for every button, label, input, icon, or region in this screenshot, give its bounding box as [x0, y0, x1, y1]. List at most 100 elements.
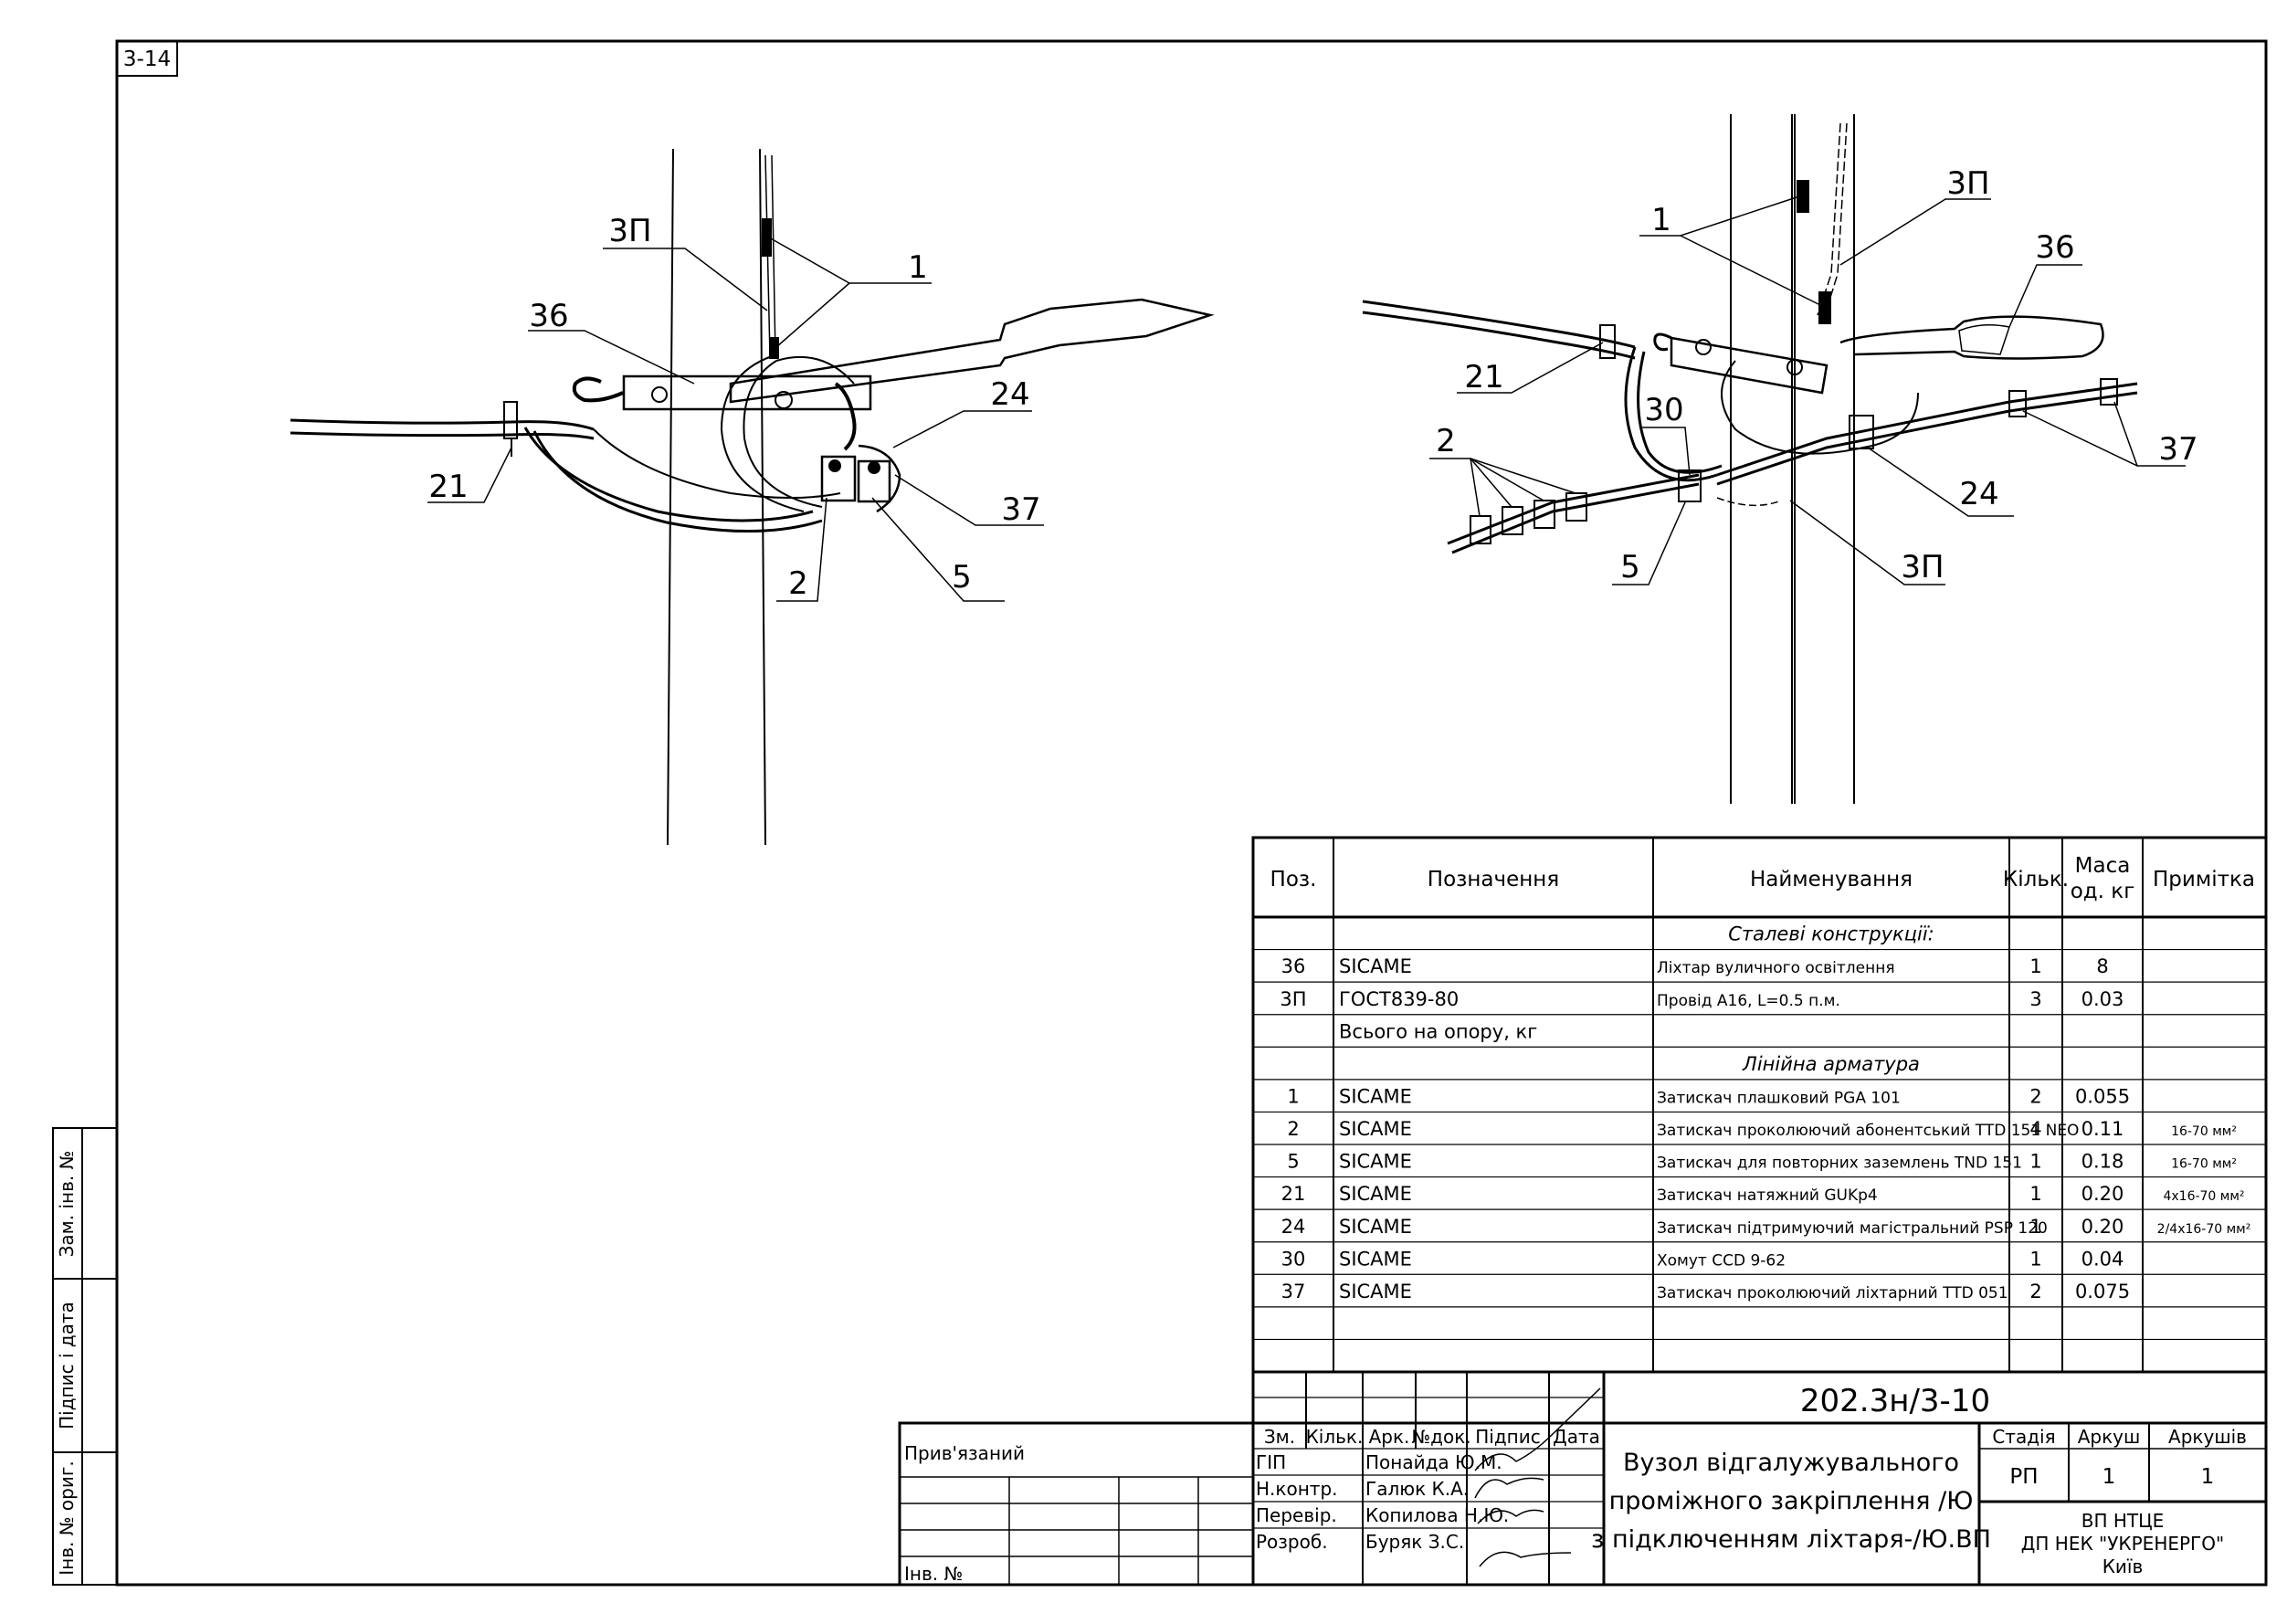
title-block-stage: Стадія Аркуш Аркушів РП 1 1 ВП НТЦЕ ДП Н…: [1992, 1426, 2247, 1577]
spec-cell-designation: SICAME: [1339, 1118, 1412, 1140]
side-stamp-strip: [52, 1127, 118, 1586]
left-callout-21: 21: [428, 469, 468, 505]
left-bracket-bolt-1: [651, 386, 668, 403]
right-clamp-37-b: [2100, 378, 2118, 406]
spec-cell-pos: 37: [1281, 1281, 1306, 1302]
spec-cell-mass: 0.055: [2075, 1085, 2130, 1107]
right-branch-right-b: [1716, 391, 2138, 486]
spec-cell-mass: 0.18: [2081, 1151, 2124, 1173]
spec-cell-designation: SICAME: [1339, 1216, 1412, 1238]
right-clamp-1-lower: [1818, 291, 1831, 324]
spec-cell-qty: 2: [2029, 1085, 2041, 1107]
spec-cell-qty: 1: [2029, 1183, 2041, 1205]
left-callout-36: 36: [529, 298, 568, 334]
spec-cell-name: Затискач для повторних заземлень TND 151: [1657, 1155, 2022, 1173]
right-bracket-bolt-1: [1695, 339, 1712, 355]
spec-cell-mass: 0.04: [2081, 1248, 2124, 1270]
left-callout-37: 37: [1001, 491, 1040, 528]
spec-header-qty: Кільк.: [2003, 868, 2069, 891]
spec-cell-mass: 0.20: [2081, 1183, 2124, 1205]
right-main-cable-b: [1362, 311, 1636, 360]
right-callout-36: 36: [2035, 229, 2074, 266]
left-pole-edge-left: [667, 148, 674, 846]
tb-col-docno: №док.: [1411, 1426, 1470, 1448]
spec-cell-name: Затискач плашковий PGA 101: [1657, 1089, 1901, 1107]
tb-col-change: Зм.: [1264, 1426, 1295, 1448]
spec-cell-pos: 24: [1281, 1216, 1306, 1238]
right-clamp-2-d: [1565, 492, 1587, 522]
spec-cell-note: 16-70 мм²: [2171, 1157, 2237, 1172]
spec-cell-pos: 21: [1281, 1183, 1306, 1205]
spec-cell-name: Затискач натяжний GUKp4: [1657, 1186, 1878, 1205]
spec-cell-designation: SICAME: [1339, 1248, 1412, 1270]
right-lower-3p-wire: [1716, 497, 1782, 507]
right-callout-2: 2: [1436, 423, 1456, 459]
spec-cell-note: 2/4x16-70 мм²: [2157, 1222, 2251, 1237]
tb-col-signature: Підпис: [1475, 1426, 1541, 1448]
spec-cell-qty: 1: [2029, 1216, 2041, 1238]
spec-cell-qty: 2: [2029, 1281, 2041, 1302]
spec-cell-qty: 1: [2029, 1248, 2041, 1270]
spec-cell-name: Ліхтар вуличного освітлення: [1657, 959, 1895, 977]
left-tension-clamp-21: [503, 401, 518, 439]
spec-table-header: Поз. Позначення Найменування Кільк. Маса…: [1270, 854, 2255, 903]
tb-org-line-3: Київ: [2103, 1555, 2144, 1577]
spec-cell-designation: SICAME: [1339, 1183, 1412, 1205]
sheet-code: 3-14: [123, 47, 171, 71]
spec-cell-note: 4x16-70 мм²: [2163, 1189, 2244, 1204]
left-main-cable-b: [290, 431, 595, 440]
spec-cell-name: Затискач проколюючий ліхтарний TTD 051: [1657, 1284, 2008, 1302]
left-callout-3p: 3П: [608, 213, 651, 249]
spec-cell-name: Провід А16, L=0.5 п.м.: [1657, 992, 1840, 1010]
left-callout-2: 2: [788, 565, 808, 602]
right-loop-lamp: [1721, 360, 1919, 455]
signatures: [1474, 1387, 1601, 1567]
spec-cell-name: Затискач проколюючий абонентський TTD 15…: [1657, 1122, 2079, 1140]
spec-cell-mass: 0.03: [2081, 988, 2124, 1010]
left-clamp-1-lower: [769, 337, 779, 359]
title-block-title: Вузол відгалужувального проміжного закрі…: [1591, 1449, 1991, 1554]
spec-cell-pos: 3П: [1280, 988, 1306, 1010]
spec-header-pos: Поз.: [1270, 868, 1317, 891]
spec-cell-pos: 36: [1281, 955, 1306, 977]
right-hook-left: [1653, 332, 1672, 352]
title-block-columns: Зм. Кільк. Арк. №док. Підпис Дата: [1264, 1426, 1600, 1448]
spec-cell-pos: 5: [1287, 1151, 1299, 1173]
spec-cell-mass: 0.11: [2081, 1118, 2124, 1140]
left-callout-1: 1: [908, 249, 928, 286]
left-hook-right: [834, 382, 857, 451]
right-branch-left-a: [1447, 473, 1700, 545]
tb-title-line-3: з підключенням ліхтаря-/Ю.ВП: [1591, 1525, 1991, 1554]
spec-cell-designation: SICAME: [1339, 955, 1412, 977]
tb-org-line-2: ДП НЕК "УКРЕНЕРГО": [2021, 1533, 2224, 1555]
spec-header-mass-1: Маса: [2075, 854, 2131, 878]
tb-stage-label: Стадія: [1992, 1426, 2055, 1448]
tb-col-sheet: Арк.: [1369, 1426, 1410, 1448]
left-bracket-plate: [622, 374, 872, 411]
spec-cell-name: Сталеві конструкції:: [1728, 923, 1934, 945]
spec-cell-qty: 1: [2029, 955, 2041, 977]
spec-cell-pos: 30: [1281, 1248, 1306, 1270]
right-callout-30: 30: [1644, 392, 1683, 428]
binding-inv-label: Інв. №: [904, 1563, 963, 1585]
right-callout-5: 5: [1620, 549, 1640, 585]
left-wire-to-clamp-a: [720, 355, 805, 512]
left-lamp-arm: [729, 298, 1215, 404]
right-main-cable-a: [1362, 300, 1636, 349]
tb-col-date: Дата: [1553, 1426, 1600, 1448]
spec-cell-name: Лінійна арматура: [1742, 1053, 1920, 1075]
binding-label: Прив'язаний: [904, 1442, 1025, 1464]
right-tension-clamp-21: [1599, 324, 1616, 359]
tb-role-checked: Перевір.: [1256, 1504, 1337, 1526]
tb-name-gip: Понайда Ю.М.: [1365, 1451, 1502, 1473]
right-clamp-37-a: [2008, 390, 2027, 417]
spec-cell-mass: 8: [2096, 955, 2108, 977]
tb-org-line-1: ВП НТЦЕ: [2081, 1510, 2165, 1532]
right-lamp-arm: [1839, 315, 2104, 360]
left-main-cable-a: [290, 418, 595, 431]
spec-cell-mass: 0.20: [2081, 1216, 2124, 1238]
left-callout-5: 5: [952, 559, 972, 596]
binding-stamp-grid: [898, 1421, 1255, 1587]
right-earth-wire: [1817, 122, 1848, 316]
left-wire-lamp: [775, 355, 855, 385]
